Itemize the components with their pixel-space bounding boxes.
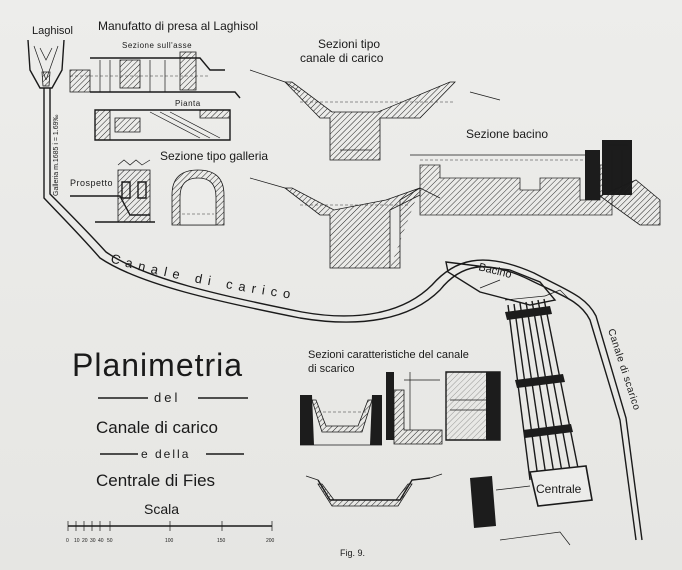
intake-section-label: Sezione sull'asse bbox=[122, 41, 192, 50]
galleria-label: Galleria m.1685 i = 1.69‰ bbox=[53, 114, 60, 196]
title-planimetria: Planimetria bbox=[72, 347, 243, 383]
figure-number: Fig. 9. bbox=[340, 548, 365, 558]
prospetto-drawing: Prospetto bbox=[70, 159, 155, 223]
penstocks bbox=[504, 289, 579, 481]
centrale-plan: Centrale bbox=[470, 465, 593, 546]
canale-scarico-label: Canale di scarico bbox=[605, 328, 642, 412]
title-scala: Scala bbox=[144, 501, 179, 517]
scale-tick-50: 50 bbox=[107, 538, 113, 544]
scale-tick-100: 100 bbox=[165, 538, 174, 544]
bacino-plan: Bacino bbox=[445, 261, 557, 306]
canal-sections-title-1: Sezioni tipo bbox=[318, 37, 380, 51]
title-e-della: e della bbox=[141, 447, 190, 461]
scale-bar: 0 10 20 30 40 50 100 150 200 bbox=[66, 521, 275, 544]
scale-tick-0: 0 bbox=[66, 538, 69, 544]
prospetto-label: Prospetto bbox=[70, 178, 113, 188]
scale-tick-20: 20 bbox=[82, 538, 88, 544]
basin-section-title: Sezione bacino bbox=[466, 127, 548, 141]
pianta-label: Pianta bbox=[175, 99, 201, 108]
canal-sections-title-2: canale di carico bbox=[300, 51, 384, 65]
discharge-sections: Sezioni caratteristiche del canale di sc… bbox=[300, 349, 501, 507]
gallery-section-title: Sezione tipo galleria bbox=[160, 149, 268, 163]
title-canale: Canale di carico bbox=[96, 418, 218, 437]
discharge-title-1: Sezioni caratteristiche del canale bbox=[308, 349, 469, 361]
laghisol-label: Laghisol bbox=[32, 25, 73, 37]
title-del: del bbox=[154, 390, 180, 405]
canal-sections: Sezioni tipo canale di carico bbox=[249, 37, 501, 269]
laghisol-intake-plan: Laghisol bbox=[27, 25, 73, 180]
scale-tick-40: 40 bbox=[98, 538, 104, 544]
basin-section: Sezione bacino bbox=[410, 127, 661, 226]
intake-title: Manufatto di presa al Laghisol bbox=[98, 19, 258, 33]
intake-section-drawing: Manufatto di presa al Laghisol Sezione s… bbox=[69, 19, 258, 141]
gallery-section-drawing: Sezione tipo galleria bbox=[160, 149, 268, 226]
discharge-title-2: di scarico bbox=[308, 363, 354, 375]
title-centrale: Centrale di Fies bbox=[96, 471, 215, 490]
scale-tick-30: 30 bbox=[90, 538, 96, 544]
centrale-label: Centrale bbox=[536, 482, 582, 496]
scale-tick-150: 150 bbox=[217, 538, 226, 544]
scale-tick-200: 200 bbox=[266, 538, 275, 544]
scale-tick-10: 10 bbox=[74, 538, 80, 544]
title-block: Planimetria del Canale di carico e della… bbox=[72, 347, 248, 517]
